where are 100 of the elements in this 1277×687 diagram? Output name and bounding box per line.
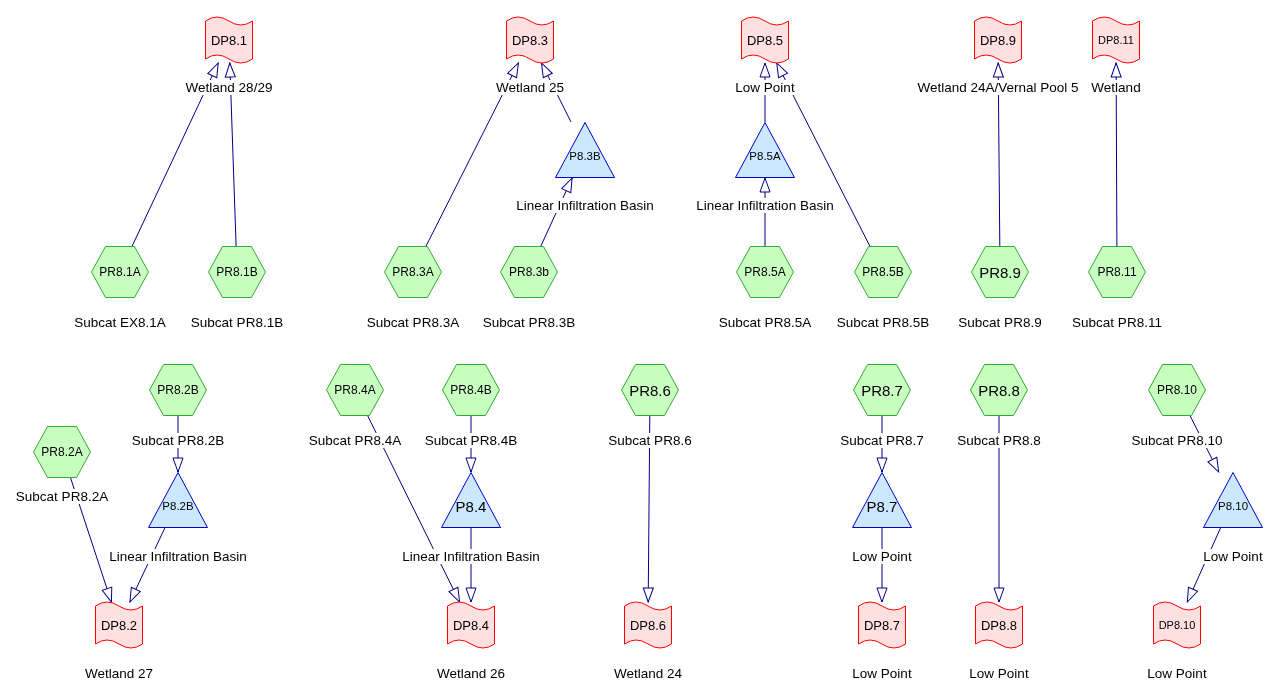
subcatchment-hexagon [442, 364, 500, 416]
node-label: DP8.3 [511, 32, 549, 48]
pond-triangle [735, 122, 795, 178]
flow-arrow [224, 62, 237, 247]
subcatchment-hexagon [91, 246, 149, 298]
node-caption: Subcat EX8.1A [73, 315, 167, 330]
node-caption: Wetland [1090, 80, 1142, 95]
node-label: P8.3B [569, 149, 601, 162]
node-label: PR8.3A [392, 265, 434, 279]
node-label: PR8.4A [334, 383, 376, 397]
node-caption: Subcat PR8.10 [1130, 433, 1224, 448]
subcatchment-hexagon [621, 364, 679, 416]
node-caption: Low Point [851, 549, 913, 564]
node-label: DP8.5 [746, 32, 784, 48]
design-point-node [741, 17, 789, 63]
node-label: DP8.10 [1158, 618, 1196, 631]
design-point-node [975, 602, 1023, 648]
design-point-node [205, 17, 253, 63]
design-point-node [1153, 602, 1201, 648]
node-label: PR8.1A [99, 265, 141, 279]
node-label: DP8.9 [979, 32, 1017, 48]
subcatchment-hexagon [500, 246, 558, 298]
node-caption: Low Point [851, 666, 913, 681]
node-label: DP8.11 [1098, 33, 1134, 46]
design-point-node [506, 17, 554, 63]
subcatchment-hexagon [971, 246, 1029, 298]
flow-arrow [131, 62, 219, 247]
node-label: P8.4 [455, 498, 487, 516]
node-label: PR8.10 [1157, 383, 1197, 397]
node-caption: Subcat PR8.3B [481, 315, 577, 330]
node-label: PR8.9 [979, 263, 1021, 281]
node-label: PR8.8 [978, 381, 1020, 399]
node-label: PR8.3b [509, 265, 549, 279]
node-caption: Subcat PR8.9 [957, 315, 1043, 330]
node-caption: Subcat PR8.8 [956, 433, 1042, 448]
flow-arrow [992, 62, 1004, 247]
node-caption: Low Point [1202, 549, 1264, 564]
flow-arrow [70, 477, 113, 603]
flow-arrow [425, 62, 519, 247]
node-label: PR8.6 [629, 381, 671, 399]
subcatchment-hexagon [970, 364, 1028, 416]
design-point-node [95, 602, 143, 648]
subcatchment-hexagon [1088, 246, 1146, 298]
node-label: PR8.2A [41, 445, 83, 459]
node-caption: Linear Infiltration Basin [695, 198, 835, 213]
node-label: DP8.2 [100, 617, 138, 633]
design-point-node [1092, 17, 1140, 63]
node-caption: Wetland 26 [435, 666, 507, 681]
node-caption: Subcat PR8.2A [14, 489, 110, 504]
node-caption: Wetland 27 [83, 666, 155, 681]
subcatchment-hexagon [736, 246, 794, 298]
node-caption: Wetland 24 [612, 666, 684, 681]
subcatchment-hexagon [1148, 364, 1206, 416]
node-label: P8.2B [162, 499, 194, 512]
node-caption: Linear Infiltration Basin [401, 549, 541, 564]
node-label: DP8.7 [863, 617, 901, 633]
node-label: DP8.1 [210, 32, 248, 48]
pond-triangle [148, 472, 208, 528]
subcatchment-hexagon [208, 246, 266, 298]
node-caption: Subcat PR8.5B [835, 315, 931, 330]
node-caption: Wetland 25 [494, 80, 566, 95]
pond-triangle [441, 472, 501, 528]
node-caption: Linear Infiltration Basin [515, 198, 655, 213]
design-point-node [624, 602, 672, 648]
node-caption: Subcat PR8.4A [307, 433, 403, 448]
flow-arrow [642, 415, 654, 603]
pond-triangle [1203, 472, 1263, 528]
node-label: P8.10 [1217, 499, 1249, 512]
node-label: PR8.4B [450, 383, 492, 397]
pond-triangle [555, 122, 615, 178]
design-point-node [447, 602, 495, 648]
node-caption: Subcat PR8.5A [717, 315, 813, 330]
node-label: DP8.6 [629, 617, 667, 633]
subcatchment-hexagon [853, 364, 911, 416]
node-label: PR8.5B [862, 265, 904, 279]
node-caption: Subcat PR8.7 [839, 433, 925, 448]
node-caption: Subcat PR8.2B [130, 433, 226, 448]
node-caption: Subcat PR8.3A [365, 315, 461, 330]
subcatchment-hexagon [854, 246, 912, 298]
node-caption: Wetland 28/29 [184, 80, 274, 95]
design-point-node [858, 602, 906, 648]
flow-arrow [1110, 62, 1122, 247]
node-caption: Low Point [968, 666, 1030, 681]
node-caption: Subcat PR8.11 [1071, 315, 1163, 330]
node-caption: Linear Infiltration Basin [108, 549, 248, 564]
subcatchment-hexagon [149, 364, 207, 416]
flow-arrow [993, 415, 1005, 603]
node-caption: Subcat PR8.4B [423, 433, 519, 448]
node-label: P8.7 [866, 498, 898, 516]
node-caption: Low Point [1146, 666, 1208, 681]
node-label: PR8.5A [744, 265, 786, 279]
node-label: P8.5A [749, 149, 781, 162]
node-caption: Low Point [734, 80, 796, 95]
node-label: PR8.7 [861, 381, 903, 399]
pond-triangle [852, 472, 912, 528]
node-label: PR8.1B [216, 265, 258, 279]
subcatchment-hexagon [326, 364, 384, 416]
node-label: PR8.2B [157, 383, 199, 397]
design-point-node [974, 17, 1022, 63]
node-caption: Subcat PR8.1B [189, 315, 285, 330]
